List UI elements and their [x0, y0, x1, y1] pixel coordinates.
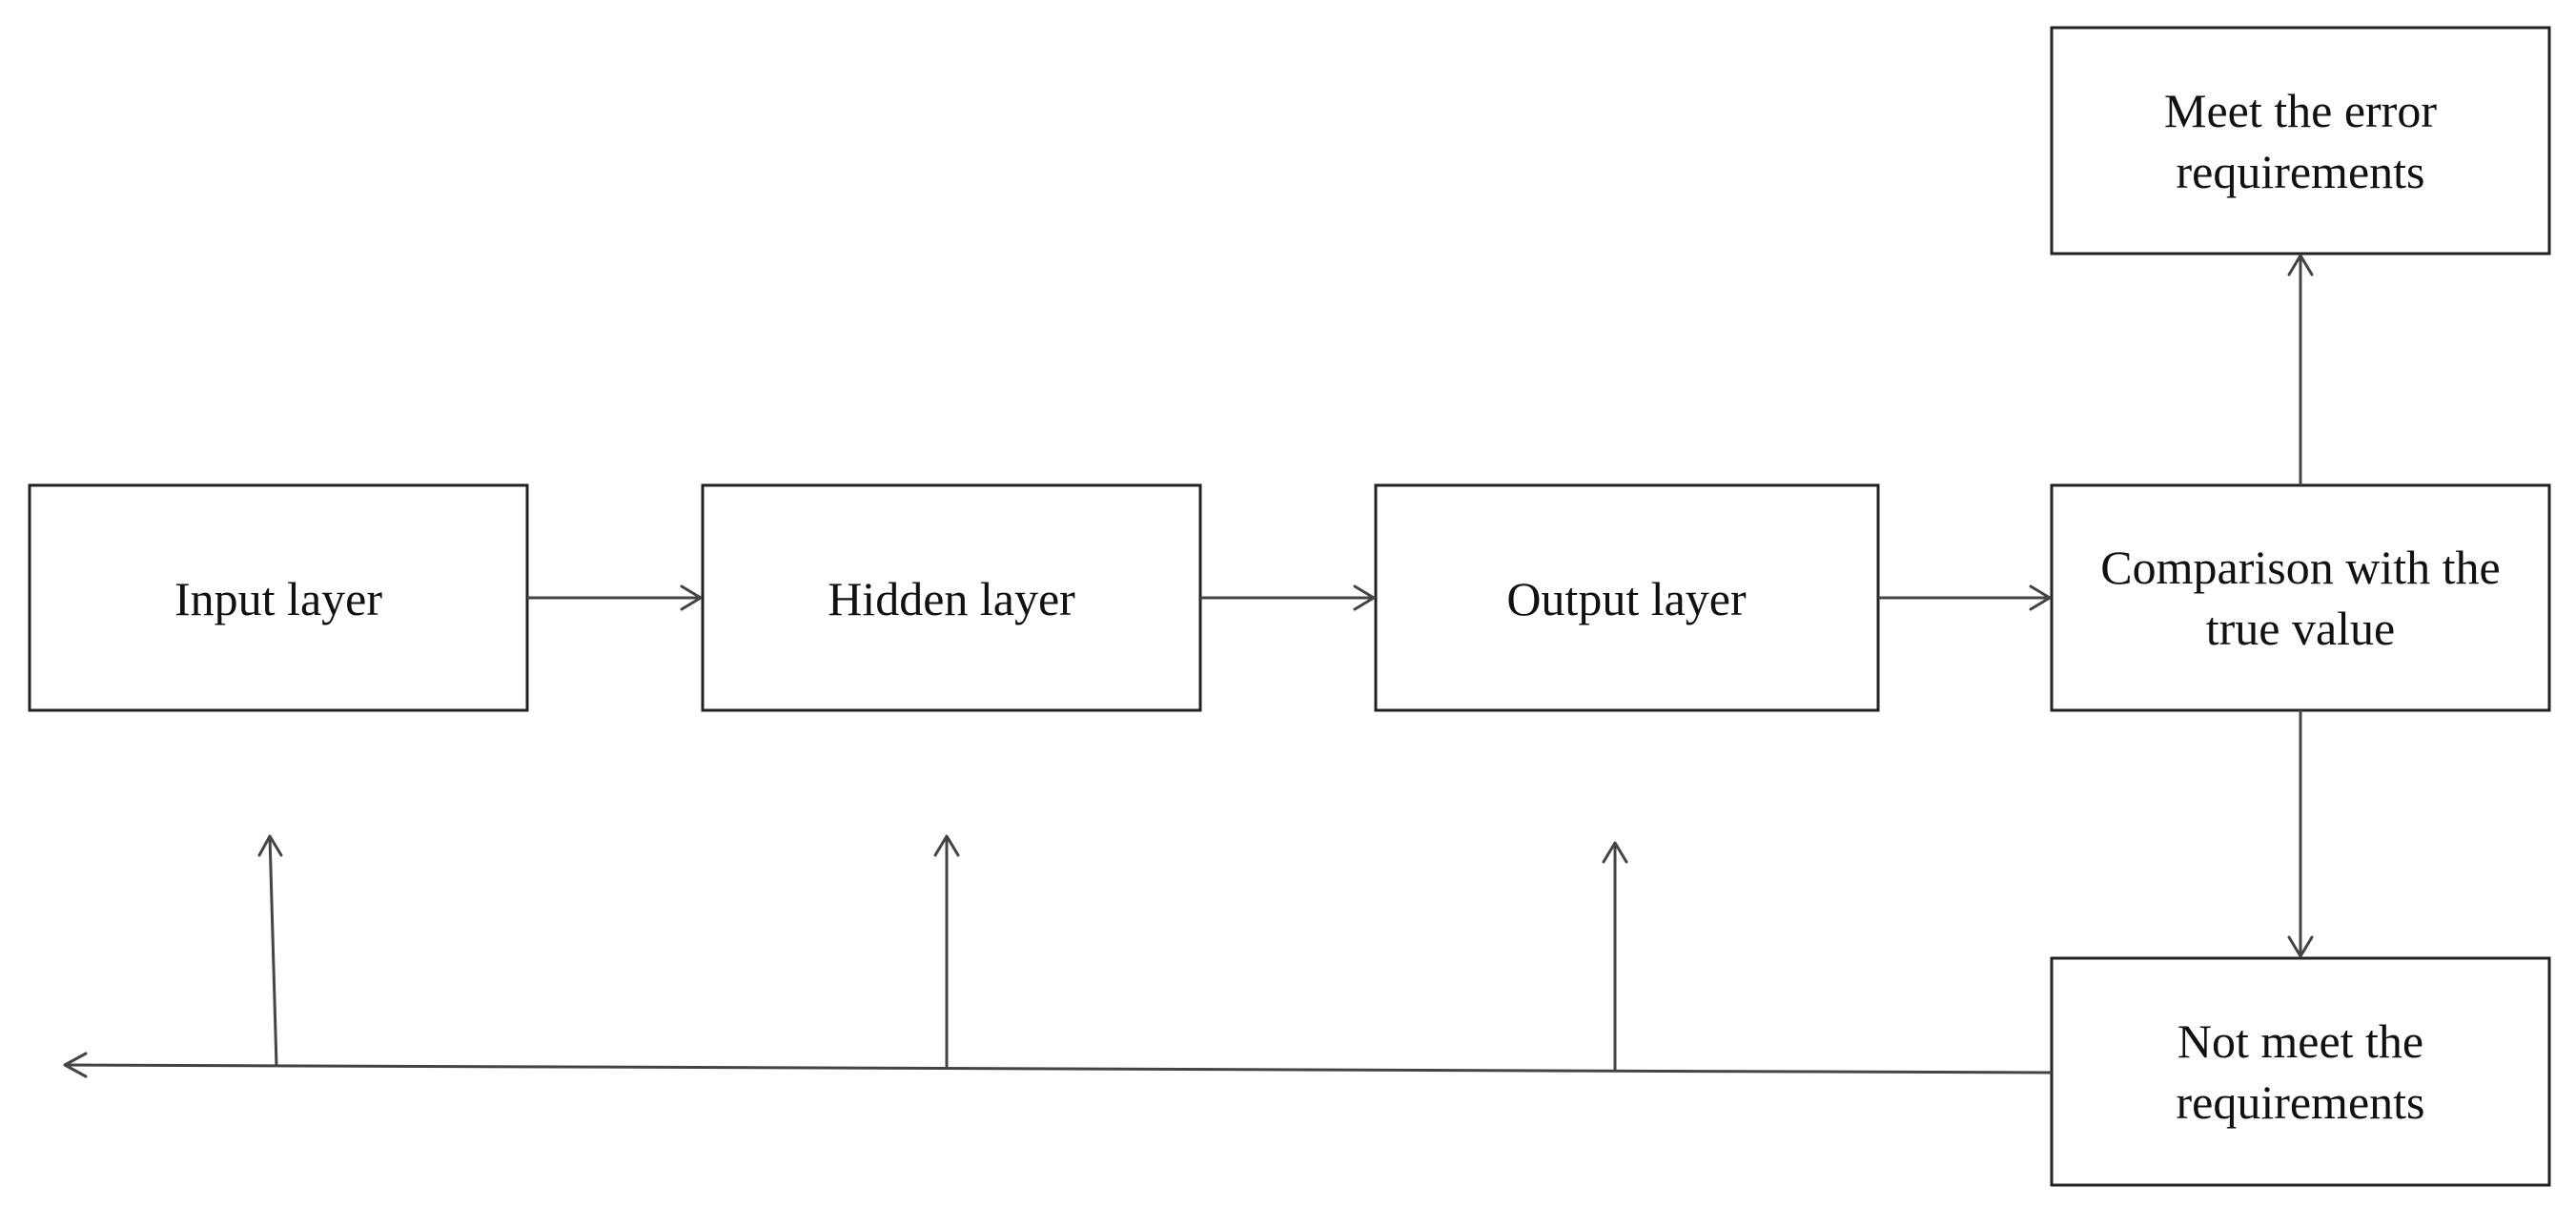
comparison-node: Comparison with the true value [2050, 483, 2551, 712]
input-layer-node: Input layer [28, 483, 529, 712]
feedback-line [63, 1052, 2053, 1078]
output-layer-node: Output layer [1374, 483, 1880, 712]
arrow-comparison-to-not-meet [2287, 710, 2314, 958]
arrow-output-to-comparison [1878, 584, 2052, 611]
arrow-comparison-to-meet [2287, 254, 2314, 485]
comparison-label-line-1: Comparison with the [2100, 541, 2500, 594]
feedback-arrow-to-output [1602, 841, 1628, 1070]
meet-requirements-node: Meet the error requirements [2050, 26, 2551, 256]
meet-requirements-label-line-1: Meet the error [2164, 84, 2437, 137]
output-layer-label: Output layer [1506, 572, 1747, 625]
feedback-arrow-to-hidden [933, 834, 960, 1068]
hidden-layer-label: Hidden layer [828, 572, 1075, 625]
not-meet-requirements-label-line-1: Not meet the [2177, 1014, 2423, 1068]
hidden-layer-node: Hidden layer [701, 483, 1202, 712]
feedback-arrow-to-input [257, 834, 283, 1067]
input-layer-label: Input layer [174, 572, 382, 625]
meet-requirements-label-line-2: requirements [2176, 145, 2424, 198]
not-meet-requirements-label-line-2: requirements [2176, 1075, 2424, 1129]
arrow-input-to-hidden [527, 584, 703, 611]
not-meet-requirements-node: Not meet the requirements [2050, 956, 2551, 1187]
comparison-label-line-2: true value [2206, 602, 2396, 655]
arrow-hidden-to-output [1200, 584, 1376, 611]
